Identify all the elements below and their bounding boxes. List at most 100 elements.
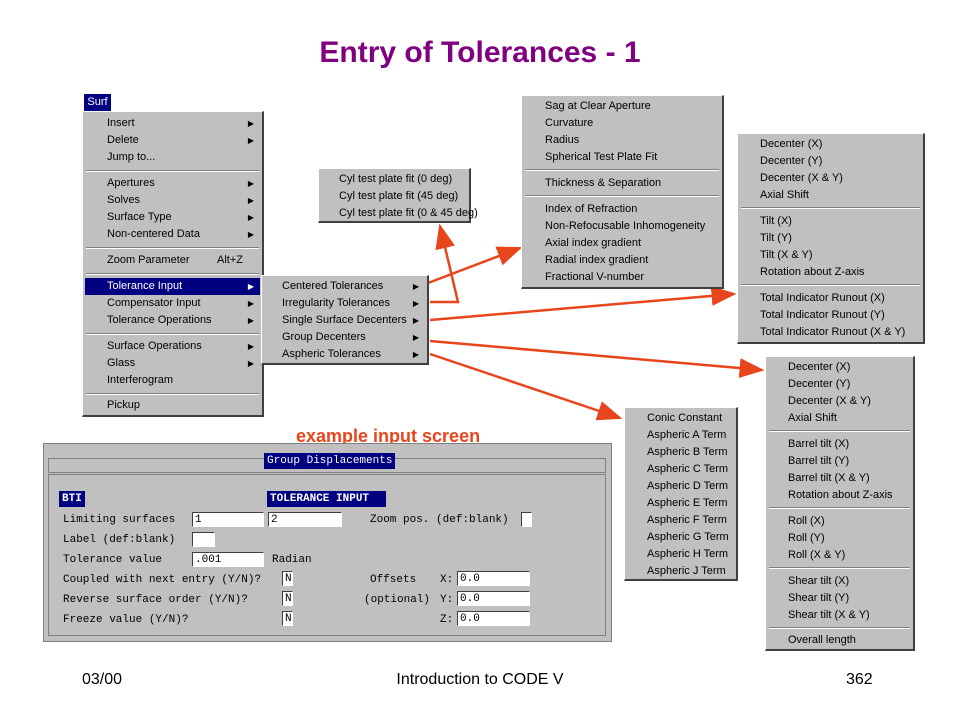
freeze-field[interactable]: N	[282, 611, 293, 626]
menu-item-compensator-input[interactable]: Compensator Input▶	[85, 295, 260, 312]
popup-item[interactable]: Aspheric C Term	[647, 463, 729, 475]
submenu-item-centered-tolerances[interactable]: Centered Tolerances▶	[264, 278, 425, 295]
popup-item[interactable]: Radius	[545, 134, 580, 146]
submenu-item-single-surface-decenters[interactable]: Single Surface Decenters▶	[264, 312, 425, 329]
submenu-item-aspheric-tolerances[interactable]: Aspheric Tolerances▶	[264, 346, 425, 363]
popup-item[interactable]: Total Indicator Runout (X)	[760, 292, 885, 304]
footer-course: Introduction to CODE V	[396, 671, 564, 688]
popup-item[interactable]: Radial index gradient	[545, 254, 649, 266]
popup-item[interactable]: Shear tilt (Y)	[788, 592, 850, 604]
submenu-arrow-icon: ▶	[247, 299, 254, 308]
submenu-arrow-icon: ▶	[412, 333, 419, 342]
popup-item[interactable]: Aspheric G Term	[647, 531, 729, 543]
menu-item-surface-type[interactable]: Surface Type▶	[85, 209, 260, 226]
popup-item[interactable]: Decenter (X)	[788, 361, 851, 373]
popup-item[interactable]: Overall length	[788, 634, 856, 646]
zoom-pos-field[interactable]	[521, 512, 532, 527]
menu-item-glass[interactable]: Glass▶	[85, 355, 260, 372]
menu-item-surface-operations[interactable]: Surface Operations▶	[85, 338, 260, 355]
tolerance-value-field[interactable]: .001	[192, 552, 264, 567]
menu-separator	[86, 333, 259, 335]
menu-item-apertures[interactable]: Apertures▶	[85, 175, 260, 192]
popup-item[interactable]: Non-Refocusable Inhomogeneity	[545, 220, 706, 232]
submenu-item-group-decenters[interactable]: Group Decenters▶	[264, 329, 425, 346]
offset-y-field[interactable]: 0.0	[457, 591, 530, 606]
popup-item[interactable]: Curvature	[545, 117, 594, 129]
popup-item[interactable]: Axial Shift	[760, 189, 809, 201]
popup-item[interactable]: Tilt (X)	[760, 215, 792, 227]
menu-item-jump-to[interactable]: Jump to...	[107, 151, 156, 163]
menu-item-solves[interactable]: Solves▶	[85, 192, 260, 209]
popup-item[interactable]: Roll (X & Y)	[788, 549, 846, 561]
popup-item[interactable]: Barrel tilt (Y)	[788, 455, 850, 467]
optional-label: (optional)	[364, 594, 431, 606]
offset-z-field[interactable]: 0.0	[457, 611, 530, 626]
reverse-field[interactable]: N	[282, 591, 293, 606]
popup-item[interactable]: Total Indicator Runout (Y)	[760, 309, 885, 321]
menu-item-insert[interactable]: Insert▶	[85, 115, 260, 132]
popup-item[interactable]: Roll (Y)	[788, 532, 825, 544]
popup-item[interactable]: Roll (X)	[788, 515, 825, 527]
popup-item[interactable]: Index of Refraction	[545, 203, 638, 215]
popup-item[interactable]: Cyl test plate fit (45 deg)	[339, 190, 459, 202]
menu-separator	[741, 284, 920, 286]
surf-dropdown-menu: Insert▶ Delete▶ Jump to... Apertures▶ So…	[82, 111, 264, 417]
centered-tolerances-popup: Sag at Clear Aperture Curvature Radius S…	[521, 95, 724, 289]
tolerance-unit: Radian	[272, 554, 312, 566]
submenu-item-irregularity-tolerances[interactable]: Irregularity Tolerances▶	[264, 295, 425, 312]
limiting-from-field[interactable]: 1	[192, 512, 264, 527]
coupled-field[interactable]: N	[282, 571, 293, 586]
popup-item[interactable]: Tilt (X & Y)	[760, 249, 813, 261]
menu-item-delete[interactable]: Delete▶	[85, 132, 260, 149]
popup-item[interactable]: Tilt (Y)	[760, 232, 792, 244]
popup-item[interactable]: Spherical Test Plate Fit	[545, 151, 658, 163]
submenu-arrow-icon: ▶	[412, 282, 419, 291]
limiting-to-field[interactable]: 2	[268, 512, 342, 527]
popup-item[interactable]: Decenter (Y)	[760, 155, 823, 167]
limiting-surfaces-label: Limiting surfaces	[63, 514, 176, 526]
popup-item[interactable]: Axial index gradient	[545, 237, 642, 249]
popup-item[interactable]: Aspheric F Term	[647, 514, 727, 526]
popup-item[interactable]: Aspheric A Term	[647, 429, 727, 441]
popup-item[interactable]: Decenter (Y)	[788, 378, 851, 390]
cyl-test-plate-popup: Cyl test plate fit (0 deg) Cyl test plat…	[318, 168, 478, 223]
submenu-arrow-icon: ▶	[247, 316, 254, 325]
submenu-arrow-icon: ▶	[247, 213, 254, 222]
slide-title: Entry of Tolerances - 1	[319, 36, 641, 69]
menu-item-pickup[interactable]: Pickup	[107, 399, 141, 411]
popup-item[interactable]: Thickness & Separation	[545, 177, 662, 189]
popup-item[interactable]: Aspheric D Term	[647, 480, 729, 492]
popup-item[interactable]: Aspheric H Term	[647, 548, 729, 560]
popup-item[interactable]: Rotation about Z-axis	[788, 489, 893, 501]
offset-x-field[interactable]: 0.0	[457, 571, 530, 586]
popup-item[interactable]: Sag at Clear Aperture	[545, 100, 651, 112]
menu-item-tolerance-operations[interactable]: Tolerance Operations▶	[85, 312, 260, 329]
menu-item-tolerance-input[interactable]: Tolerance Input▶	[85, 278, 260, 295]
popup-item[interactable]: Decenter (X & Y)	[788, 395, 871, 407]
menu-separator	[769, 567, 910, 569]
popup-item[interactable]: Cyl test plate fit (0 & 45 deg)	[339, 207, 478, 219]
menu-separator	[769, 430, 910, 432]
popup-item[interactable]: Decenter (X)	[760, 138, 823, 150]
popup-item[interactable]: Axial Shift	[788, 412, 837, 424]
popup-item[interactable]: Barrel tilt (X)	[788, 438, 850, 450]
label-field[interactable]	[192, 532, 215, 547]
popup-item[interactable]: Cyl test plate fit (0 deg)	[339, 173, 453, 185]
arrow-group-decenter	[429, 339, 765, 379]
popup-item[interactable]: Aspheric J Term	[647, 565, 726, 577]
popup-item[interactable]: Rotation about Z-axis	[760, 266, 865, 278]
popup-item[interactable]: Conic Constant	[647, 412, 723, 424]
popup-item[interactable]: Aspheric E Term	[647, 497, 728, 509]
popup-item[interactable]: Total Indicator Runout (X & Y)	[760, 326, 906, 338]
popup-item[interactable]: Shear tilt (X)	[788, 575, 850, 587]
surf-menu-tab[interactable]: Surf	[84, 94, 111, 111]
menu-item-interferogram[interactable]: Interferogram	[107, 374, 174, 386]
popup-item[interactable]: Aspheric B Term	[647, 446, 728, 458]
popup-item[interactable]: Decenter (X & Y)	[760, 172, 843, 184]
popup-item[interactable]: Fractional V-number	[545, 271, 645, 283]
popup-item[interactable]: Barrel tilt (X & Y)	[788, 472, 870, 484]
submenu-arrow-icon: ▶	[247, 342, 254, 351]
popup-item[interactable]: Shear tilt (X & Y)	[788, 609, 870, 621]
menu-item-non-centered-data[interactable]: Non-centered Data▶	[85, 226, 260, 243]
